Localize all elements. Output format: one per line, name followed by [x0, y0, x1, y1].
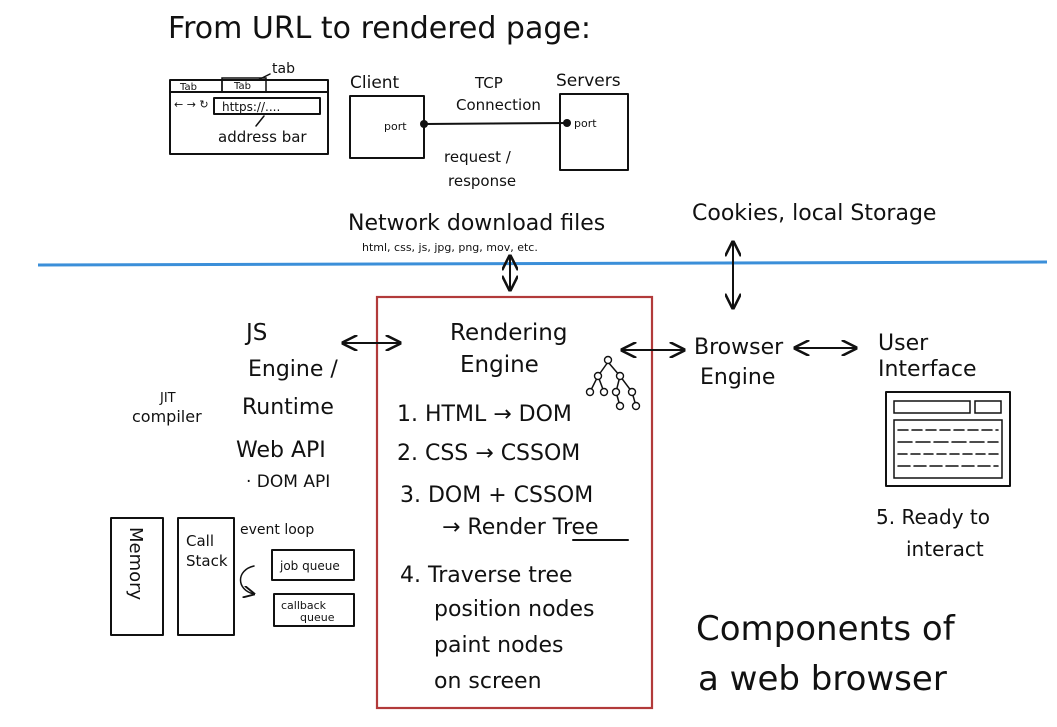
- browser-window-sketch: Tab Tab tab ← → ↻ https://.... address b…: [169, 61, 329, 155]
- address-bar-label: address bar: [218, 128, 307, 146]
- job-queue-label: job queue: [279, 559, 340, 573]
- js-engine-line-2: Engine /: [248, 357, 338, 382]
- client-port-label: port: [384, 120, 407, 133]
- tab-left-label: Tab: [179, 82, 197, 93]
- js-engine-line-1: JS: [244, 320, 267, 346]
- js-engine-line-3: Runtime: [242, 395, 334, 420]
- servers-label: Servers: [556, 71, 621, 91]
- dom-tree-icon: [585, 355, 641, 411]
- user-interface-line-2: Interface: [878, 357, 977, 382]
- render-step-4-position: position nodes: [434, 597, 595, 622]
- tcp-sketch: Client port Servers port TCP Connection …: [349, 71, 629, 190]
- network-label: Network download files: [348, 211, 605, 236]
- call-stack-label-1: Call: [186, 532, 214, 550]
- client-label: Client: [350, 73, 400, 93]
- connection-label: Connection: [456, 96, 541, 114]
- ui-window-frame: [885, 391, 1011, 487]
- render-step-1: 1. HTML → DOM: [397, 402, 572, 427]
- address-bar-pointer: [255, 115, 265, 127]
- response-label: response: [448, 172, 516, 190]
- page-title: From URL to rendered page:: [168, 11, 591, 46]
- tab-right-outline: [221, 77, 267, 93]
- memory-box: [110, 517, 164, 636]
- browser-window-frame: [169, 79, 329, 155]
- render-step-4: 4. Traverse tree: [400, 563, 573, 588]
- user-interface-line-1: User: [878, 331, 929, 356]
- server-box: [559, 93, 629, 171]
- rendering-engine-box: Rendering Engine 1. HTML → DOM 2. CSS → …: [375, 295, 654, 710]
- ui-window-content: [893, 419, 1003, 479]
- nav-arrows-icon: ← → ↻: [174, 98, 209, 111]
- render-step-3: 3. DOM + CSSOM: [400, 483, 593, 508]
- tcp-connection-line: [423, 122, 568, 125]
- jit-label-1: JIT: [159, 391, 176, 406]
- job-queue-box: [271, 549, 355, 581]
- ready-to-interact-line-1: 5. Ready to: [876, 505, 990, 529]
- call-stack-label-2: Stack: [186, 552, 228, 570]
- request-label: request /: [444, 148, 512, 166]
- call-stack-box: [177, 517, 235, 636]
- storage-label: Cookies, local Storage: [692, 201, 936, 226]
- callback-queue-label-2: queue: [300, 611, 335, 624]
- rendering-engine-title-1: Rendering: [450, 320, 567, 346]
- render-step-4-screen: on screen: [434, 669, 542, 694]
- render-step-2: 2. CSS → CSSOM: [397, 441, 580, 466]
- ui-window-bar: [893, 400, 971, 414]
- address-bar-outline: [213, 97, 321, 115]
- tab-note-label: tab: [272, 61, 295, 77]
- jit-label-2: compiler: [132, 407, 202, 426]
- caption-line-1: Components of: [696, 609, 956, 649]
- ui-window-button: [974, 400, 1002, 414]
- ui-window-sketch: [885, 391, 1011, 487]
- rendering-engine-title-2: Engine: [460, 352, 539, 378]
- dom-api-label: · DOM API: [246, 472, 330, 492]
- ready-to-interact-line-2: interact: [906, 537, 984, 561]
- rendering-engine-frame: [375, 295, 654, 710]
- tab-right-label: Tab: [233, 81, 251, 92]
- caption-line-2: a web browser: [698, 659, 947, 699]
- event-loop-label: event loop: [240, 522, 314, 538]
- tab-note-pointer: [257, 73, 271, 81]
- memory-label: Memory: [125, 527, 146, 601]
- server-port-label: port: [574, 117, 597, 130]
- event-loop-icon: [239, 565, 255, 594]
- browser-engine-line-2: Engine: [700, 365, 775, 390]
- web-api-label: Web API: [236, 438, 326, 463]
- tcp-label: TCP: [474, 74, 503, 92]
- render-step-3-result: → Render Tree: [442, 515, 599, 540]
- network-divider-line: [37, 260, 1048, 267]
- callback-queue-label-1: callback: [281, 599, 327, 612]
- network-file-types: html, css, js, jpg, png, mov, etc.: [362, 241, 538, 254]
- browser-engine-line-1: Browser: [694, 335, 784, 360]
- address-bar-url: https://....: [222, 100, 280, 114]
- runtime-sketch: Memory Call Stack event loop job queue c…: [110, 517, 355, 636]
- callback-queue-box: [273, 593, 355, 627]
- render-step-4-paint: paint nodes: [434, 633, 564, 658]
